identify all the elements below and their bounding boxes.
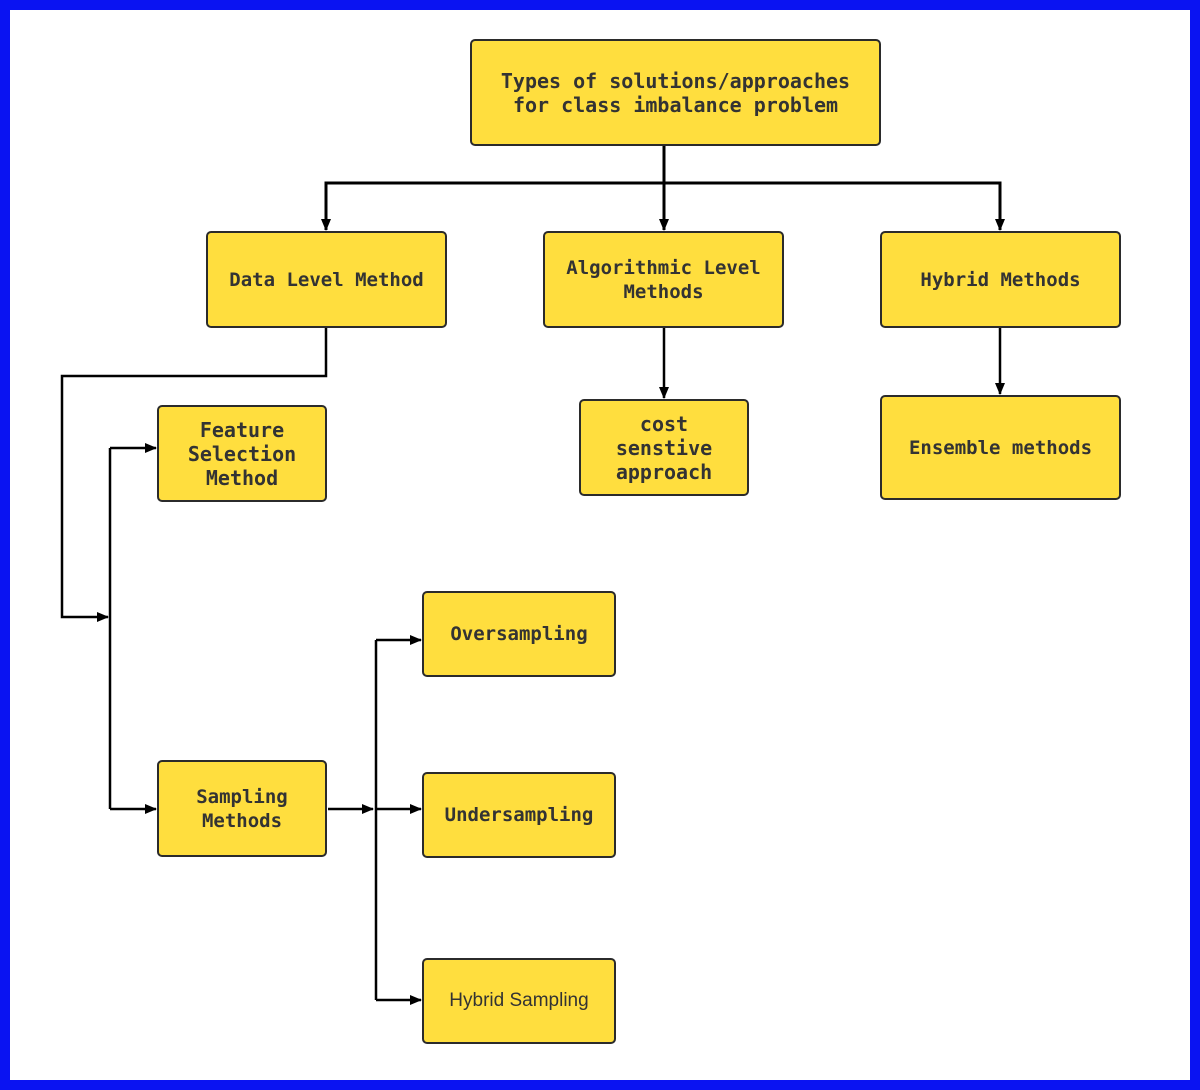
- data-level-method-node: Data Level Method: [206, 231, 447, 328]
- oversampling-node: Oversampling: [422, 591, 616, 677]
- cost-sensitive-approach-node: cost senstive approach: [579, 399, 749, 496]
- connector-root-to-data-level: [321, 181, 664, 231]
- algorithmic-level-methods-node: Algorithmic Level Methods: [543, 231, 784, 328]
- root-node: Types of solutions/approaches for class …: [470, 39, 881, 146]
- hybrid-methods-node: Hybrid Methods: [880, 231, 1121, 328]
- connector-root-to-hybrid: [664, 181, 1005, 231]
- undersampling-node: Undersampling: [422, 772, 616, 858]
- connector-data-level-down: [60, 328, 328, 622]
- ensemble-methods-node: Ensemble methods: [880, 395, 1121, 500]
- sampling-methods-node: Sampling Methods: [157, 760, 327, 857]
- hybrid-sampling-node: Hybrid Sampling: [422, 958, 616, 1044]
- feature-selection-method-node: Feature Selection Method: [157, 405, 327, 502]
